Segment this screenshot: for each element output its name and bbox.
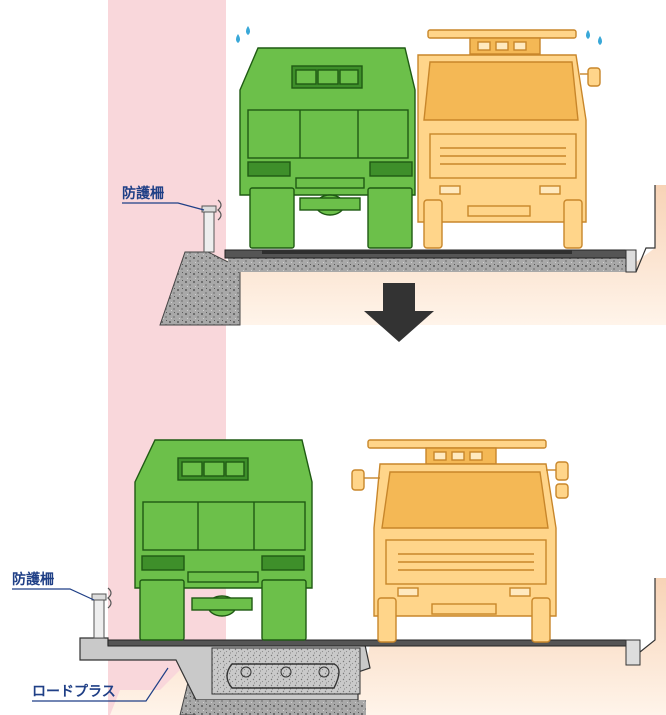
sweat-drop-icon	[236, 26, 602, 45]
road-plus-label: ロードプラス	[32, 684, 116, 700]
dump-truck-top	[239, 47, 416, 249]
guardrail-top	[201, 199, 222, 253]
orange-truck-bottom	[351, 439, 569, 643]
guardrail-top-label: 防護柵	[122, 185, 164, 202]
guardrail-bottom-callout: 防護柵	[12, 571, 95, 601]
road-plus-structure	[79, 637, 371, 715]
orange-truck-top	[417, 29, 601, 249]
road-plus-callout: ロードプラス	[32, 667, 169, 702]
guardrail-bottom	[91, 587, 112, 639]
dump-truck-bottom	[134, 439, 313, 641]
roadbed-top	[228, 258, 628, 272]
arrow-down-icon	[364, 283, 434, 342]
after-scene: 防護柵 ロードプラス	[12, 439, 666, 715]
ground-top	[160, 185, 666, 325]
guardrail-top-callout: 防護柵	[122, 185, 205, 211]
guardrail-bottom-label: 防護柵	[12, 571, 54, 588]
before-scene: 防護柵	[122, 26, 666, 326]
